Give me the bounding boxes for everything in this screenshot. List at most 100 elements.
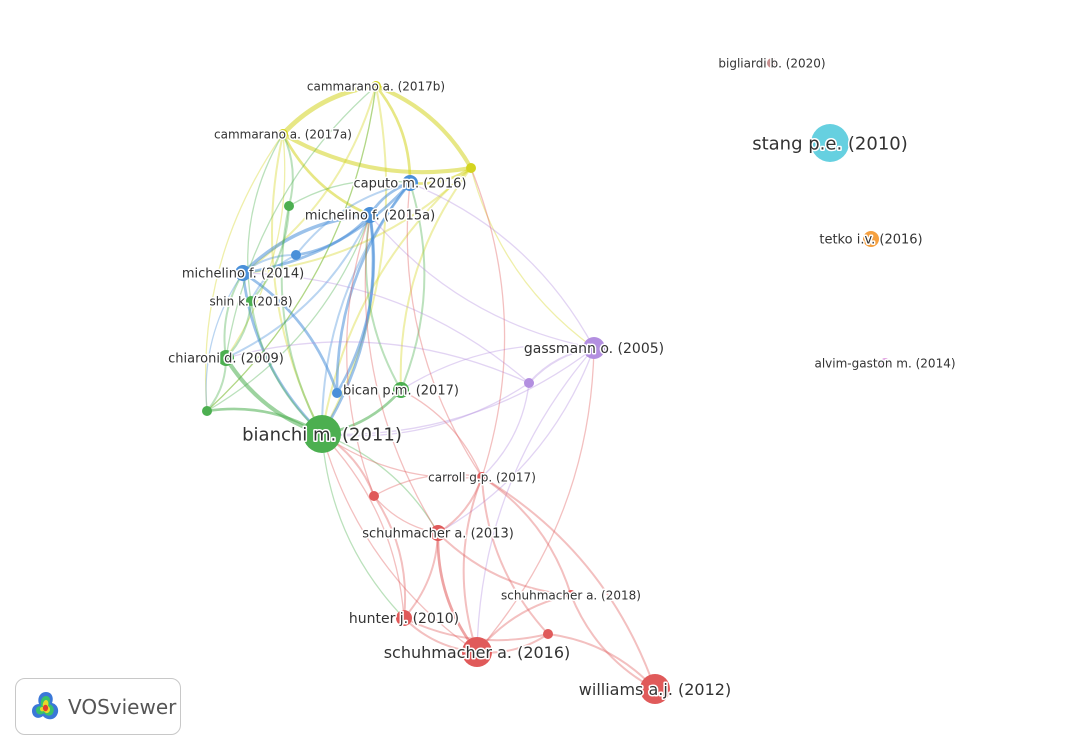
node-stang2010[interactable] [811,124,849,162]
link-michelino2014-bianchi2011 [241,271,324,436]
node-unlabeled-r1[interactable] [369,491,379,501]
node-unlabeled-y1[interactable] [466,163,476,173]
link-r1-michelino2015a [346,214,375,497]
label-gassmann2005: gassmann o. (2005) [524,341,664,357]
link-michelino2014-b2 [241,271,339,395]
link-p1-carroll2017 [481,382,530,478]
vosviewer-heatmap-icon [32,691,59,719]
node-unlabeled-b2[interactable] [332,388,342,398]
node-michelino2015a[interactable] [362,207,378,223]
link-bican2017-michelino2015a [365,214,402,391]
label-carroll2017: carroll g.p. (2017) [428,470,536,484]
link-y1-bican2017 [399,167,472,391]
node-chiaroni2009[interactable] [218,350,234,366]
link-g2-cammarano2017b [206,85,377,412]
node-schuhmacher2013[interactable] [430,525,446,541]
link-carroll2017-schuhmacher2018 [481,476,572,596]
vosviewer-logo[interactable]: VOSviewer [15,678,181,735]
link-cammarano2017a-y1 [280,131,474,175]
label-caputo2016: caputo m. (2016) [354,177,467,192]
link-gassmann2005-bianchi2011 [321,347,595,436]
link-caputo2016-bianchi2011 [320,182,411,435]
link-chiaroni2009-cammarano2017b [225,85,377,359]
link-carroll2017-caputo2016 [406,182,483,478]
link-cammarano2017a-michelino2015a [281,132,372,217]
node-alvimgaston2014[interactable] [880,358,890,368]
node-caputo2016[interactable] [402,175,418,191]
label-williams2012: williams a.j. (2012) [579,680,731,699]
node-shin2018[interactable] [246,296,256,306]
link-cammarano2017b-caputo2016 [374,84,412,185]
node-cammarano2017a[interactable] [278,129,288,139]
label-schuhmacher2018: schuhmacher a. (2018) [501,588,641,602]
network-nodes [202,58,890,704]
node-schuhmacher2016[interactable] [462,637,492,667]
node-cammarano2017b[interactable] [371,81,381,91]
link-bianchi2011-g1 [280,205,323,435]
link-carroll2017-schuhmacher2013 [437,476,483,534]
link-gassmann2005-bican2017 [400,344,595,391]
link-schuhmacher2016-gassmann2005 [476,347,595,653]
link-shin2018-cammarano2017a [247,133,284,302]
link-g1-caputo2016 [288,179,411,207]
link-y1-michelino2014 [242,167,472,274]
node-unlabeled-b1[interactable] [291,250,301,260]
link-p1-bianchi2011 [321,382,530,437]
link-carroll2017-bican2017 [400,389,483,478]
label-shin2018: shin k. (2018) [209,294,292,308]
node-bianchi2011[interactable] [303,415,341,453]
label-schuhmacher2016: schuhmacher a. (2016) [384,643,571,662]
label-chiaroni2009: chiaroni d. (2009) [168,352,284,367]
link-schuhmacher2016-bianchi2011 [321,433,478,653]
link-michelino2015a-chiaroni2009 [225,214,371,359]
link-cammarano2017b-cammarano2017a [280,83,379,137]
node-gassmann2005[interactable] [583,337,605,359]
label-hunter2010: hunter j. (2010) [349,611,459,627]
label-tetko2016: tetko i.v. (2016) [819,233,922,248]
link-gassmann2005-caputo2016 [409,182,595,349]
link-gassmann2005-schuhmacher2013 [437,347,595,534]
link-cammarano2017b-michelino2014 [242,85,377,274]
label-bican2017: bican p.m. (2017) [343,384,459,399]
label-alvimgaston2014: alvim-gaston m. (2014) [814,356,955,370]
link-p1-michelino2014 [242,272,530,384]
node-bigliardi2020[interactable] [767,58,777,68]
label-michelino2015a: michelino f. (2015a) [305,209,435,224]
link-r1-carroll2017 [373,473,483,497]
link-g2-michelino2015a [206,214,371,412]
node-tetko2016[interactable] [863,231,879,247]
link-cammarano2017a-chiaroni2009 [225,133,286,359]
label-bigliardi2020: bigliardi b. (2020) [718,56,825,70]
link-g1-cammarano2017a [282,133,294,207]
node-bican2017[interactable] [393,382,409,398]
link-hunter2010-bianchi2011 [321,433,405,619]
link-chiaroni2009-michelino2014 [223,272,244,359]
node-hunter2010[interactable] [396,610,412,626]
label-stang2010: stang p.e. (2010) [752,133,908,154]
vosviewer-logo-text: VOSviewer [68,694,177,719]
label-cammarano2017b: cammarano a. (2017b) [307,79,445,93]
label-michelino2014: michelino f. (2014) [182,267,304,282]
link-michelino2014-g2 [205,272,244,412]
label-cammarano2017a: cammarano a. (2017a) [214,127,352,141]
network-labels: bianchi m. (2011)chiaroni d. (2009)shin … [167,55,957,700]
node-unlabeled-g1[interactable] [284,201,294,211]
node-unlabeled-g2[interactable] [202,406,212,416]
node-schuhmacher2018[interactable] [566,590,576,600]
link-schuhmacher2013-hunter2010 [403,532,439,619]
node-williams2012[interactable] [640,674,670,704]
link-carroll2017-y1 [470,167,506,478]
link-michelino2014-michelino2015a [241,213,372,275]
link-caputo2016-b2 [335,181,412,395]
label-schuhmacher2013: schuhmacher a. (2013) [362,527,514,542]
link-chiaroni2009-shin2018 [225,300,252,359]
link-y1-gassmann2005 [470,167,595,349]
link-cammarano2017a-bianchi2011 [271,133,323,435]
link-carroll2017-bianchi2011 [321,433,483,479]
node-michelino2014[interactable] [235,265,251,281]
link-cammarano2017b-g2 [206,85,377,412]
node-unlabeled-r2[interactable] [543,629,553,639]
node-carroll2017[interactable] [477,472,487,482]
node-unlabeled-p1[interactable] [524,378,534,388]
